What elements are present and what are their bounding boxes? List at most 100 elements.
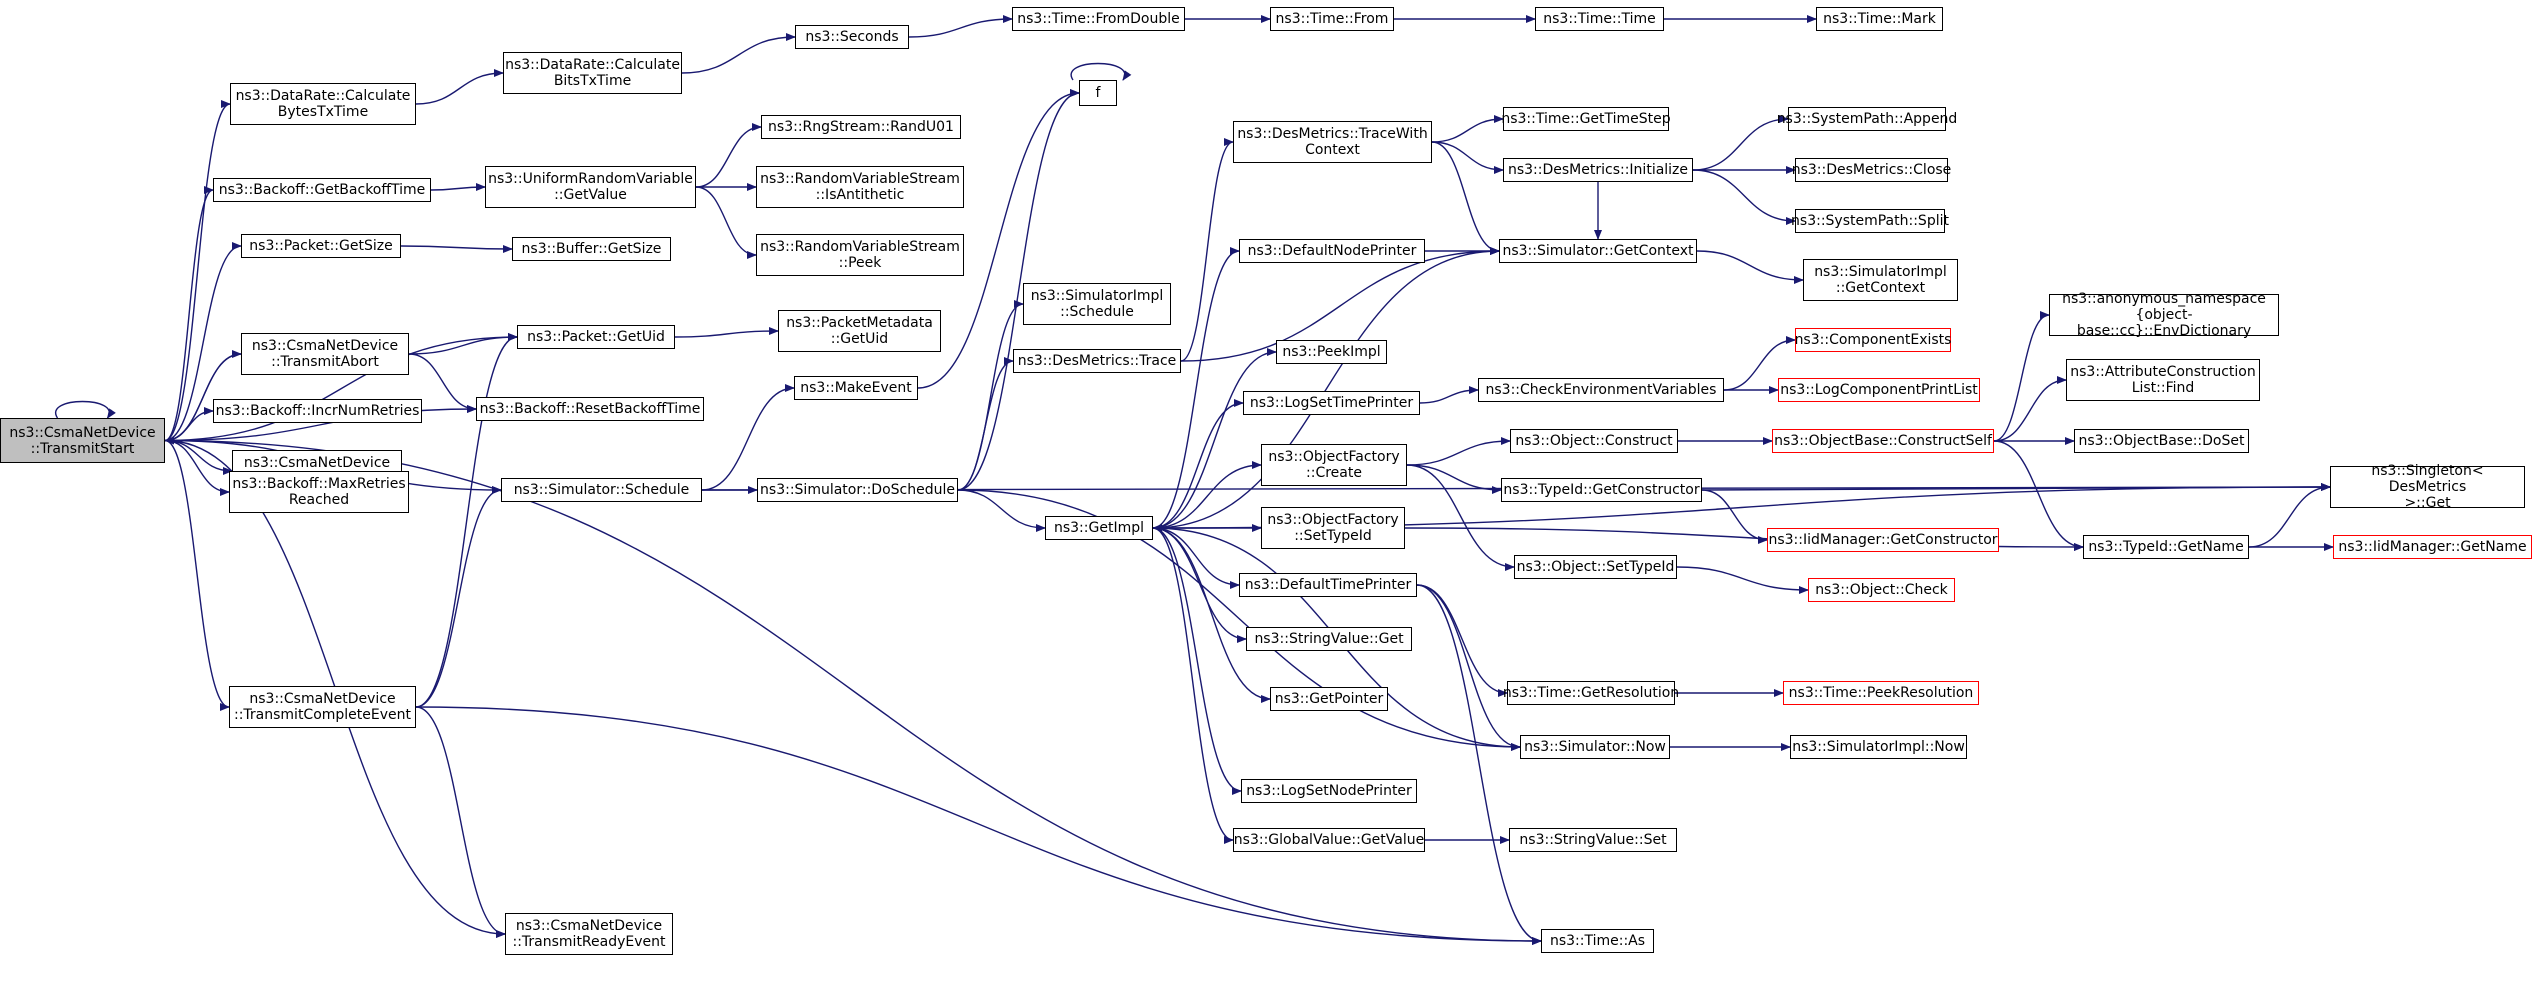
graph-node-compexists[interactable]: ns3::ComponentExists [1795,328,1951,352]
edge-pktuid-to-pmuid [674,327,779,338]
graph-node-getconstructor[interactable]: ns3::TypeId::GetConstructor [1501,478,1702,502]
graph-node-checkenv[interactable]: ns3::CheckEnvironmentVariables [1478,378,1724,402]
graph-node-simimplnow[interactable]: ns3::SimulatorImpl::Now [1790,735,1967,759]
graph-node-f[interactable]: f [1079,80,1117,106]
edge-typeidname-to-singleton [2248,483,2331,548]
edge-desmtrace-to-simgetctx [1180,247,1500,362]
edge-seconds-to-fromdouble [908,15,1013,38]
graph-node-getimpl[interactable]: ns3::GetImpl [1045,516,1153,540]
edge-root-to-sendenabled [164,439,233,475]
edge-getimpl-to-logsetnode [1152,527,1242,795]
graph-node-getpointer[interactable]: ns3::GetPointer [1270,687,1388,711]
edge-ofcreate-to-objconstruct [1406,437,1511,466]
graph-node-pmuid[interactable]: ns3::PacketMetadata ::GetUid [778,310,941,352]
graph-node-abort[interactable]: ns3::CsmaNetDevice ::TransmitAbort [241,333,409,375]
graph-node-ofsettypeid[interactable]: ns3::ObjectFactory ::SetTypeId [1261,507,1405,549]
graph-node-dr-bytes[interactable]: ns3::DataRate::Calculate BytesTxTime [230,83,416,125]
edge-objsettypeid-to-objcheck [1676,566,1809,594]
graph-node-desmtrace[interactable]: ns3::DesMetrics::Trace [1013,349,1181,373]
graph-node-dr-bits[interactable]: ns3::DataRate::Calculate BitsTxTime [503,52,682,94]
graph-node-getbackoff[interactable]: ns3::Backoff::GetBackoffTime [213,178,431,202]
graph-node-envdict[interactable]: ns3::anonymous_namespace {object-base::c… [2049,291,2279,339]
edge-complete-to-pktuid [415,333,518,708]
graph-node-constructself[interactable]: ns3::ObjectBase::ConstructSelf [1772,429,1994,453]
graph-node-strvalset[interactable]: ns3::StringValue::Set [1509,828,1677,852]
edge-getbackoff-to-urv [430,183,486,192]
edge-tracewith-to-timestep [1431,115,1504,143]
edge-dr_bytes-to-dr_bits [415,69,504,105]
graph-node-simimplctx[interactable]: ns3::SimulatorImpl ::GetContext [1803,259,1958,301]
edge-root-to-timeas [164,439,1542,945]
edge-abort-to-root [164,353,242,445]
graph-node-desinit[interactable]: ns3::DesMetrics::Initialize [1503,158,1693,182]
graph-node-peekimpl[interactable]: ns3::PeekImpl [1276,340,1387,364]
graph-node-simnow[interactable]: ns3::Simulator::Now [1520,735,1670,759]
graph-node-timeas[interactable]: ns3::Time::As [1541,929,1654,953]
graph-node-makeevent[interactable]: ns3::MakeEvent [794,376,918,400]
graph-node-resetbo[interactable]: ns3::Backoff::ResetBackoffTime [476,397,704,421]
edge-getimpl-to-ofcreate [1152,461,1262,529]
graph-node-objsettypeid[interactable]: ns3::Object::SetTypeId [1514,555,1677,579]
graph-node-dosetob[interactable]: ns3::ObjectBase::DoSet [2074,429,2249,453]
edge-tracewith-to-simgetctx [1431,141,1500,255]
edge-dr_bits-to-seconds [681,33,796,74]
graph-node-singleton[interactable]: ns3::Singleton< DesMetrics >::Get [2330,463,2525,511]
edge-complete-to-simschedule [415,486,502,708]
graph-node-logsetnode[interactable]: ns3::LogSetNodePrinter [1241,779,1417,803]
graph-node-iidgetname[interactable]: ns3::IidManager::GetName [2333,535,2532,559]
edge-getimpl-to-peekimpl [1152,348,1277,529]
graph-node-defnodeprinter[interactable]: ns3::DefaultNodePrinter [1239,239,1425,263]
graph-node-gvgetvalue[interactable]: ns3::GlobalValue::GetValue [1233,828,1425,852]
graph-node-simimplsched[interactable]: ns3::SimulatorImpl ::Schedule [1023,283,1171,325]
edge-complete-to-timeas [415,706,1542,945]
graph-node-strvalget[interactable]: ns3::StringValue::Get [1246,627,1412,651]
graph-node-iidgetctor[interactable]: ns3::IidManager::GetConstructor [1767,528,1999,552]
edge-ofcreate-to-objsettypeid [1406,464,1515,571]
graph-node-timemark[interactable]: ns3::Time::Mark [1816,7,1943,31]
edge-doschedule-to-getimpl [957,489,1046,532]
edge-urv-to-randu01 [695,123,762,188]
graph-node-doschedule[interactable]: ns3::Simulator::DoSchedule [757,478,958,502]
graph-node-objcheck[interactable]: ns3::Object::Check [1808,578,1955,602]
graph-node-urv[interactable]: ns3::UniformRandomVariable ::GetValue [485,166,696,208]
graph-node-timetime[interactable]: ns3::Time::Time [1535,7,1664,31]
graph-node-sysappend[interactable]: ns3::SystemPath::Append [1777,107,1957,131]
graph-node-logsettime[interactable]: ns3::LogSetTimePrinter [1243,391,1420,415]
graph-node-root: ns3::CsmaNetDevice ::TransmitStart [0,418,165,463]
graph-node-ready[interactable]: ns3::CsmaNetDevice ::TransmitReadyEvent [505,913,673,955]
graph-node-randu01[interactable]: ns3::RngStream::RandU01 [761,115,961,139]
graph-node-typeidname[interactable]: ns3::TypeId::GetName [2083,535,2249,559]
edge-complete-to-ready [415,706,506,938]
graph-node-pktsize[interactable]: ns3::Packet::GetSize [241,234,401,258]
graph-node-deftimeprinter[interactable]: ns3::DefaultTimePrinter [1239,573,1417,597]
graph-node-logcomplist[interactable]: ns3::LogComponentPrintList [1778,378,1980,402]
graph-node-attrfind[interactable]: ns3::AttributeConstruction List::Find [2066,359,2260,401]
graph-node-incr[interactable]: ns3::Backoff::IncrNumRetries [213,399,422,423]
edge-getconstructor-to-iidgetctor [1701,489,1768,544]
graph-node-tracewith[interactable]: ns3::DesMetrics::TraceWith Context [1233,121,1432,163]
graph-node-rvspeek[interactable]: ns3::RandomVariableStream ::Peek [756,234,964,276]
graph-node-simschedule[interactable]: ns3::Simulator::Schedule [501,478,702,502]
graph-node-fromdouble[interactable]: ns3::Time::FromDouble [1012,7,1185,31]
graph-node-ofcreate[interactable]: ns3::ObjectFactory ::Create [1261,444,1407,486]
graph-node-pktuid[interactable]: ns3::Packet::GetUid [517,325,675,349]
edge-deftimeprinter-to-timeas [1416,584,1542,945]
edge-simschedule-to-makeevent [701,384,795,491]
edge-ofcreate-to-getconstructor [1406,464,1502,494]
graph-node-desclose[interactable]: ns3::DesMetrics::Close [1792,158,1951,182]
edge-constructself-to-envdict [1993,311,2050,442]
graph-node-simgetctx[interactable]: ns3::Simulator::GetContext [1499,239,1697,263]
graph-node-timestep[interactable]: ns3::Time::GetTimeStep [1501,107,1671,131]
graph-node-objconstruct[interactable]: ns3::Object::Construct [1510,429,1678,453]
graph-node-seconds[interactable]: ns3::Seconds [795,25,909,49]
graph-node-timegetres[interactable]: ns3::Time::GetResolution [1503,681,1679,705]
edge-root-to-getbackoff [164,186,214,442]
graph-node-timefrom[interactable]: ns3::Time::From [1270,7,1394,31]
graph-node-timepeekres[interactable]: ns3::Time::PeekResolution [1783,681,1979,705]
graph-node-complete[interactable]: ns3::CsmaNetDevice ::TransmitCompleteEve… [229,686,416,728]
graph-node-maxretries[interactable]: ns3::Backoff::MaxRetries Reached [229,471,409,513]
graph-node-syssplit[interactable]: ns3::SystemPath::Split [1791,209,1949,233]
graph-node-bufsize[interactable]: ns3::Buffer::GetSize [512,237,671,261]
graph-node-isanti[interactable]: ns3::RandomVariableStream ::IsAntithetic [756,166,964,208]
edge-tracewith-to-desinit [1431,141,1504,174]
